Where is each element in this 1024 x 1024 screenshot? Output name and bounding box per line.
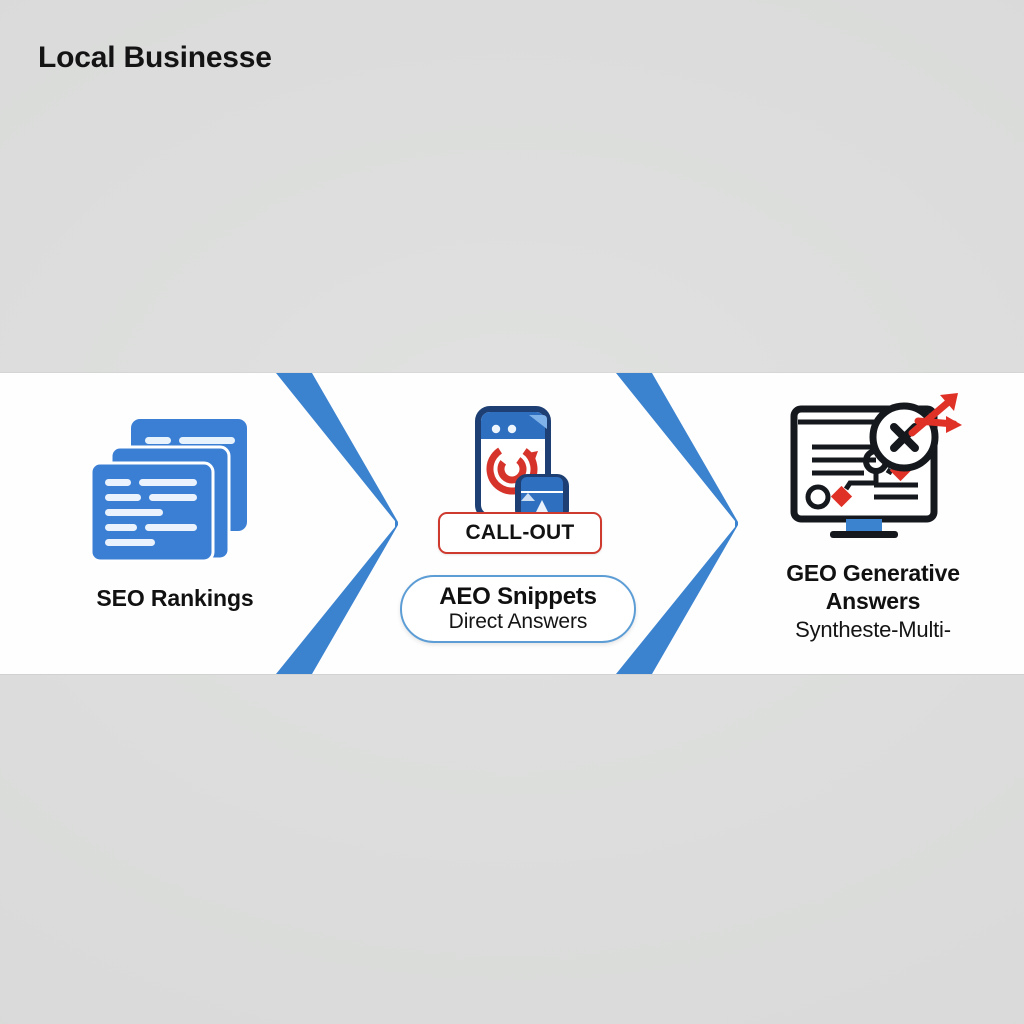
mobile-snippet-icon [475, 406, 569, 522]
aeo-pill-title: AEO Snippets [439, 583, 597, 610]
stacked-documents-icon [89, 419, 247, 563]
aeo-pill[interactable]: AEO Snippets Direct Answers [400, 575, 636, 643]
chevron-1 [276, 373, 398, 674]
chevron-2 [616, 373, 738, 674]
page-title: Local Businesse [38, 41, 272, 74]
process-flow-band: SEO Rankings [0, 373, 1024, 674]
stage-geo[interactable]: GEO Generative Answers Syntheste-Multi- [742, 373, 1004, 674]
monitor-analytics-icon [790, 393, 962, 538]
chevron-right-icon [276, 373, 398, 674]
stage-seo[interactable]: SEO Rankings [46, 373, 304, 674]
aeo-pill-subtitle: Direct Answers [448, 610, 588, 633]
stage-aeo-icon-wrap [392, 405, 638, 523]
stage-geo-text: GEO Generative Answers Syntheste-Multi- [742, 559, 1004, 644]
stage-seo-icon-wrap [46, 415, 304, 565]
stage-seo-label: SEO Rankings [96, 585, 254, 611]
stage-geo-icon-wrap [742, 391, 1004, 541]
chevron-right-icon [616, 373, 738, 674]
callout-badge: CALL-OUT [438, 512, 602, 554]
stage-geo-subtitle: Syntheste-Multi- [795, 617, 951, 642]
stage-geo-title-line2: Answers [825, 588, 921, 614]
stage-geo-title-line1: GEO Generative [786, 560, 960, 586]
stage-aeo[interactable]: CALL-OUT AEO Snippets Direct Answers [392, 373, 638, 674]
